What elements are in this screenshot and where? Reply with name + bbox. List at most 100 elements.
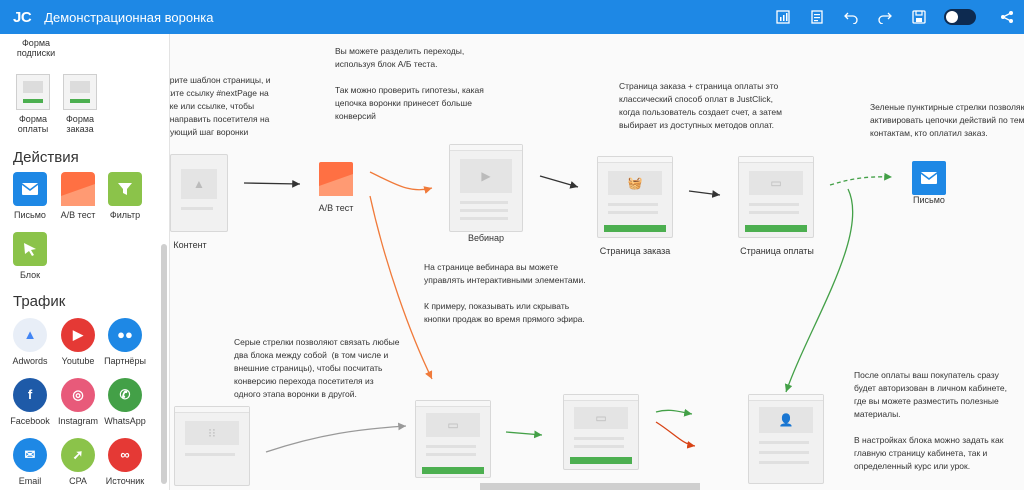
node-external-page[interactable]: ⁝⁝ xyxy=(174,406,250,486)
actions-heading: Действия xyxy=(13,149,79,166)
sidebar: Форма подписки Форма оплаты Форма заказа… xyxy=(0,34,170,490)
sidebar-page-label: Форма подписки xyxy=(16,38,56,58)
line xyxy=(181,207,213,210)
arrow-green-1[interactable] xyxy=(505,430,543,439)
page-thumbnail-icon xyxy=(63,74,97,110)
arrow-green-2[interactable] xyxy=(655,408,693,417)
green-button xyxy=(422,467,484,474)
node-lower-1[interactable]: ▭ xyxy=(415,400,491,478)
node-order-page[interactable]: 🧺 xyxy=(597,156,673,238)
traffic-label: Источник xyxy=(105,476,145,486)
traffic-cpa[interactable]: ➚ CPA xyxy=(54,438,102,486)
basket-icon: 🧺 xyxy=(608,171,662,195)
node-mail[interactable] xyxy=(912,161,946,195)
facebook-icon: f xyxy=(13,378,47,412)
header xyxy=(749,395,823,401)
arrow-webinar-order[interactable] xyxy=(539,175,579,189)
arrow-payment-cabinet[interactable] xyxy=(784,188,854,393)
action-filter[interactable]: Фильтр xyxy=(101,172,149,220)
image-icon: ▲ xyxy=(181,169,217,199)
action-ab-test[interactable]: А/В тест xyxy=(54,172,102,220)
arrow-ab-lower[interactable] xyxy=(369,195,433,380)
action-block[interactable]: Блок xyxy=(6,232,54,280)
green-button xyxy=(745,225,807,232)
page-thumbnail-icon xyxy=(16,74,50,110)
image-icon: ▭ xyxy=(574,407,628,429)
traffic-source[interactable]: ∞ Источник xyxy=(101,438,149,486)
email-icon: ✉ xyxy=(13,438,47,472)
undo-icon[interactable] xyxy=(834,0,868,34)
node-content[interactable]: ▲ xyxy=(170,154,228,232)
youtube-icon: ▶ xyxy=(61,318,95,352)
traffic-label: Email xyxy=(18,476,42,486)
traffic-label: CPA xyxy=(69,476,87,486)
node-payment-page[interactable]: ▭ xyxy=(738,156,814,238)
node-cabinet[interactable]: 👤 xyxy=(748,394,824,484)
action-mail[interactable]: Письмо xyxy=(6,172,54,220)
node-mail-label: Письмо xyxy=(913,195,945,205)
filter-icon xyxy=(108,172,142,206)
traffic-adwords[interactable]: ▲ Adwords xyxy=(6,318,54,366)
node-webinar-label: Вебинар xyxy=(467,233,505,243)
green-button xyxy=(604,225,666,232)
node-lower-2[interactable]: ▭ xyxy=(563,394,639,470)
sidebar-scrollbar[interactable] xyxy=(161,244,167,484)
header xyxy=(450,145,522,151)
traffic-label: WhatsApp xyxy=(104,416,146,426)
traffic-youtube[interactable]: ▶ Youtube xyxy=(54,318,102,366)
action-label: А/В тест xyxy=(60,210,96,220)
card-icon: ▭ xyxy=(749,171,803,195)
line xyxy=(608,203,658,206)
line xyxy=(759,461,809,464)
header xyxy=(598,157,672,163)
traffic-partners[interactable]: ●● Партнёры xyxy=(101,318,149,366)
line xyxy=(426,445,476,448)
note-grey-arrows: Серые стрелки позволяют связать любые дв… xyxy=(234,337,400,399)
document-icon[interactable] xyxy=(800,0,834,34)
funnel-title[interactable]: Демонстрационная воронка xyxy=(44,9,214,25)
horizontal-scrollbar[interactable] xyxy=(480,483,700,490)
arrow-order-payment[interactable] xyxy=(688,190,721,198)
note-template: ерите шаблон страницы, и жите ссылку #ne… xyxy=(170,75,271,137)
node-webinar[interactable]: ▶ xyxy=(449,144,523,232)
save-icon[interactable] xyxy=(902,0,936,34)
line xyxy=(574,437,624,440)
connection-arrows xyxy=(243,171,893,453)
traffic-whatsapp[interactable]: ✆ WhatsApp xyxy=(101,378,149,426)
note-order-payment: Страница заказа + страница оплаты это кл… xyxy=(619,81,782,130)
tile-payment-form[interactable]: Форма оплаты xyxy=(9,74,57,134)
redo-icon[interactable] xyxy=(868,0,902,34)
tile-order-form[interactable]: Форма заказа xyxy=(56,74,104,134)
node-ab-test[interactable] xyxy=(319,162,353,196)
chart-icon[interactable] xyxy=(766,0,800,34)
line xyxy=(185,453,235,456)
link-icon: ∞ xyxy=(108,438,142,472)
arrow-ab-webinar[interactable] xyxy=(369,171,433,194)
node-payment-label: Страница оплаты xyxy=(740,246,814,256)
partners-icon: ●● xyxy=(108,318,142,352)
traffic-email[interactable]: ✉ Email xyxy=(6,438,54,486)
line xyxy=(749,203,799,206)
line xyxy=(460,209,508,212)
ab-test-icon xyxy=(61,172,95,206)
node-content-label: Контент xyxy=(173,240,207,250)
share-icon[interactable] xyxy=(990,0,1024,34)
arrow-grey-link[interactable] xyxy=(265,422,407,453)
arrow-red-1[interactable] xyxy=(655,421,696,449)
arrow-payment-mail[interactable] xyxy=(829,172,893,186)
toggle-switch[interactable] xyxy=(944,9,976,25)
logo[interactable]: JC xyxy=(13,8,32,26)
line xyxy=(759,451,809,454)
header xyxy=(739,157,813,163)
block-icon xyxy=(13,232,47,266)
arrow-content-ab[interactable] xyxy=(243,179,301,188)
traffic-facebook[interactable]: f Facebook xyxy=(6,378,54,426)
traffic-heading: Трафик xyxy=(13,293,66,310)
traffic-label: Партнёры xyxy=(104,356,146,366)
tile-subscribe-form[interactable]: Форма подписки xyxy=(12,38,60,58)
header xyxy=(564,395,638,401)
traffic-instagram[interactable]: ◎ Instagram xyxy=(54,378,102,426)
funnel-canvas[interactable]: ерите шаблон страницы, и жите ссылку #ne… xyxy=(170,34,1024,490)
user-icon: 👤 xyxy=(759,407,813,433)
top-bar: JC Демонстрационная воронка xyxy=(0,0,1024,34)
